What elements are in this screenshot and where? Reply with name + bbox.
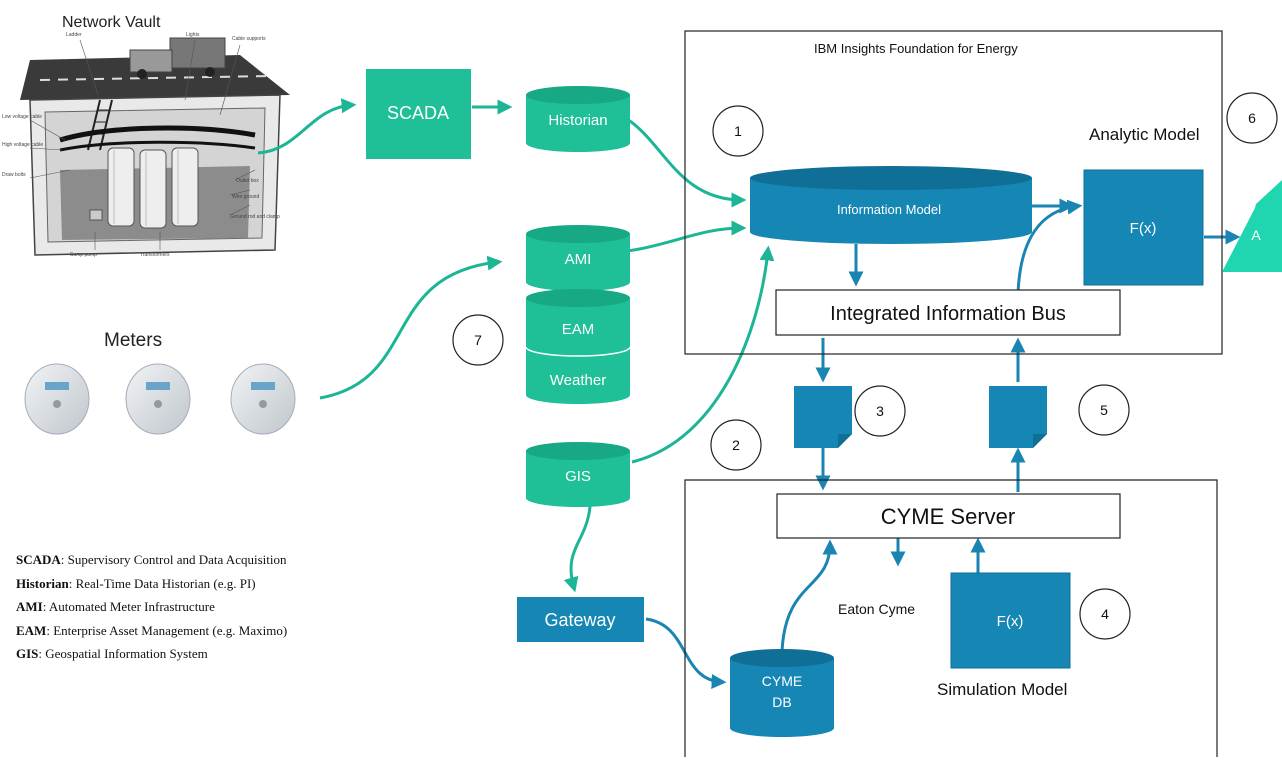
eaton-cyme-label: Eaton Cyme	[838, 601, 915, 617]
gis-label: GIS	[565, 468, 591, 485]
simulation-fx-label: F(x)	[997, 613, 1024, 630]
legend-abbr: AMI	[16, 599, 43, 614]
step-2-label: 2	[732, 437, 740, 453]
legend-text: : Automated Meter Infrastructure	[42, 599, 215, 614]
gis-node[interactable]: GIS	[526, 442, 630, 507]
legend-text: : Geospatial Information System	[38, 646, 208, 661]
step-3-badge: 3	[854, 385, 906, 437]
step-1-label: 1	[734, 123, 742, 139]
cyme-db-label-line1: CYME	[762, 673, 802, 689]
legend-row-ami: AMI: Automated Meter Infrastructure	[16, 595, 287, 619]
eam-label: EAM	[562, 321, 595, 338]
analytic-fx-label: F(x)	[1130, 220, 1157, 237]
legend-row-gis: GIS: Geospatial Information System	[16, 642, 287, 666]
step-3-label: 3	[876, 403, 884, 419]
connector-meters-ami	[319, 255, 503, 400]
network-vault-illustration: Ladder Lights Cable supports Low voltage…	[2, 32, 290, 258]
step-6-label: 6	[1248, 110, 1256, 126]
legend-abbr: Historian	[16, 575, 69, 591]
output-triangle-label: A	[1251, 227, 1261, 243]
scada-label: SCADA	[387, 103, 449, 123]
historian-node[interactable]: Historian	[526, 86, 630, 152]
cyme-server-label: CYME Server	[881, 504, 1015, 529]
legend-text: : Supervisory Control and Data Acquisiti…	[60, 552, 287, 567]
gateway-node[interactable]: Gateway	[517, 597, 644, 642]
analytic-model-label: Analytic Model	[1089, 125, 1200, 144]
step-7-label: 7	[474, 332, 482, 348]
cyme-server-node[interactable]: CYME Server	[776, 493, 1121, 539]
vault-label-outlet-box: Outlet box	[236, 178, 259, 184]
vault-label-transformers: Transformers	[140, 252, 170, 258]
legend-row-historian: Historian: Real-Time Data Historian (e.g…	[16, 572, 287, 596]
step-5-label: 5	[1100, 402, 1108, 418]
step-5-badge: 5	[1078, 384, 1130, 436]
meter-icon	[24, 363, 90, 435]
cyme-db-node[interactable]: CYME DB	[730, 649, 834, 737]
integrated-bus-label: Integrated Information Bus	[830, 303, 1066, 325]
legend-row-eam: EAM: Enterprise Asset Management (e.g. M…	[16, 619, 287, 643]
ami-node[interactable]: AMI	[526, 225, 630, 291]
connector-gateway-cymedb	[645, 617, 727, 689]
legend-row-scada: SCADA: Supervisory Control and Data Acqu…	[16, 548, 287, 572]
vault-label-sump-pump: Sump pump	[70, 252, 97, 258]
meter-icon	[125, 363, 191, 435]
legend-text: : Enterprise Asset Management (e.g. Maxi…	[46, 622, 288, 638]
document-icon-3	[794, 386, 852, 448]
step-1-badge: 1	[712, 105, 764, 157]
weather-label: Weather	[550, 372, 606, 389]
connector-bus-analytic	[1016, 199, 1083, 295]
historian-label: Historian	[548, 112, 607, 129]
step-7-badge: 7	[452, 314, 504, 366]
vault-label-cable-supports: Cable supports	[232, 36, 266, 42]
output-triangle[interactable]: A	[1222, 180, 1282, 272]
vault-label-wire-ground: Wire ground	[232, 194, 259, 200]
vault-label-ground-rod: Ground rod and clamp	[230, 214, 280, 220]
information-model-node[interactable]: Information Model	[750, 166, 1032, 244]
green-connectors	[257, 98, 775, 593]
eam-weather-node[interactable]: EAM Weather	[525, 289, 631, 404]
vault-label-lights: Lights	[186, 32, 200, 38]
legend-abbr: GIS	[16, 646, 39, 661]
eaton-cyme-box	[684, 479, 1218, 757]
simulation-model-label: Simulation Model	[937, 680, 1067, 699]
cyme-db-label-line2: DB	[772, 694, 791, 710]
vault-label-high-voltage: High voltage cable	[2, 142, 43, 148]
connector-gis-info-model	[631, 245, 775, 464]
vault-label-ladder: Ladder	[66, 32, 82, 38]
ibm-foundation-label: IBM Insights Foundation for Energy	[814, 41, 1018, 56]
connector-vault-scada	[257, 98, 357, 155]
step-4-label: 4	[1101, 606, 1109, 622]
legend-abbr: SCADA	[16, 552, 61, 567]
analytic-model-node[interactable]: F(x)	[1083, 169, 1204, 286]
legend-abbr: EAM	[16, 622, 47, 638]
gateway-label: Gateway	[544, 610, 615, 630]
network-vault-title: Network Vault	[62, 14, 161, 31]
vault-label-low-voltage: Low voltage cable	[2, 114, 42, 120]
step-2-badge: 2	[710, 419, 762, 471]
ibm-foundation-box	[684, 30, 1223, 355]
scada-node[interactable]: SCADA	[366, 69, 471, 159]
ami-label: AMI	[565, 251, 592, 268]
meter-icon	[230, 363, 296, 435]
step-6-badge: 6	[1226, 92, 1278, 144]
legend-text: : Real-Time Data Historian (e.g. PI)	[68, 575, 256, 591]
integrated-bus-node[interactable]: Integrated Information Bus	[775, 289, 1121, 336]
meter-icons	[24, 363, 296, 435]
information-model-label: Information Model	[837, 202, 941, 217]
meters-title: Meters	[104, 330, 162, 351]
abbreviation-legend: SCADA: Supervisory Control and Data Acqu…	[16, 548, 287, 666]
simulation-model-node[interactable]: F(x)	[950, 572, 1071, 669]
document-icon-5	[989, 386, 1047, 448]
vault-label-draw-bolts: Draw bolts	[2, 172, 26, 178]
connector-cymedb-cyme	[780, 539, 838, 653]
step-4-badge: 4	[1079, 588, 1131, 640]
